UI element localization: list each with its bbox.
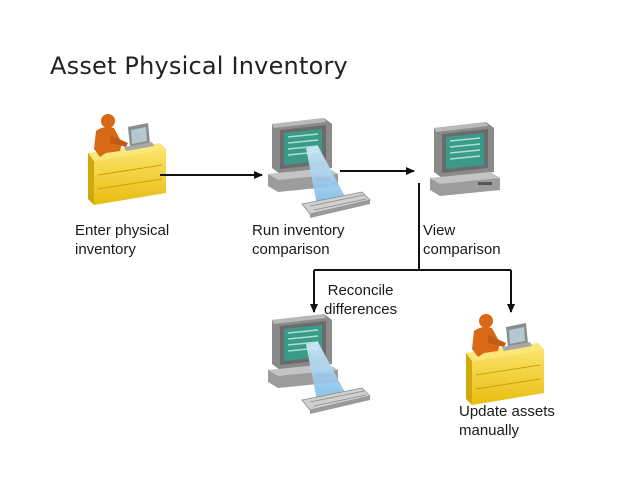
label-line: manually (459, 422, 520, 439)
label-line: View (423, 222, 456, 239)
label-line: Reconcile (327, 282, 394, 299)
computer-terminal-icon (429, 121, 501, 197)
computer-terminal-icon (268, 314, 370, 414)
person-at-desk-icon (465, 313, 545, 406)
page-title: Asset Physical Inventory (50, 52, 348, 80)
node-label-reconcile: Reconcile differences (324, 281, 397, 319)
node-label-view: View comparison (423, 221, 501, 259)
label-line: comparison (252, 241, 330, 258)
node-label-enter: Enter physical inventory (75, 221, 169, 259)
label-line: differences (324, 301, 398, 318)
label-line: Enter physical (75, 222, 170, 239)
person-at-desk-icon (87, 113, 167, 206)
node-label-run: Run inventory comparison (252, 221, 345, 259)
label-line: Run inventory (252, 222, 345, 239)
label-line: comparison (423, 241, 501, 258)
computer-terminal-icon (268, 118, 370, 218)
label-line: inventory (75, 241, 136, 258)
label-line: Update assets (459, 403, 555, 420)
node-label-update: Update assets manually (459, 402, 555, 440)
